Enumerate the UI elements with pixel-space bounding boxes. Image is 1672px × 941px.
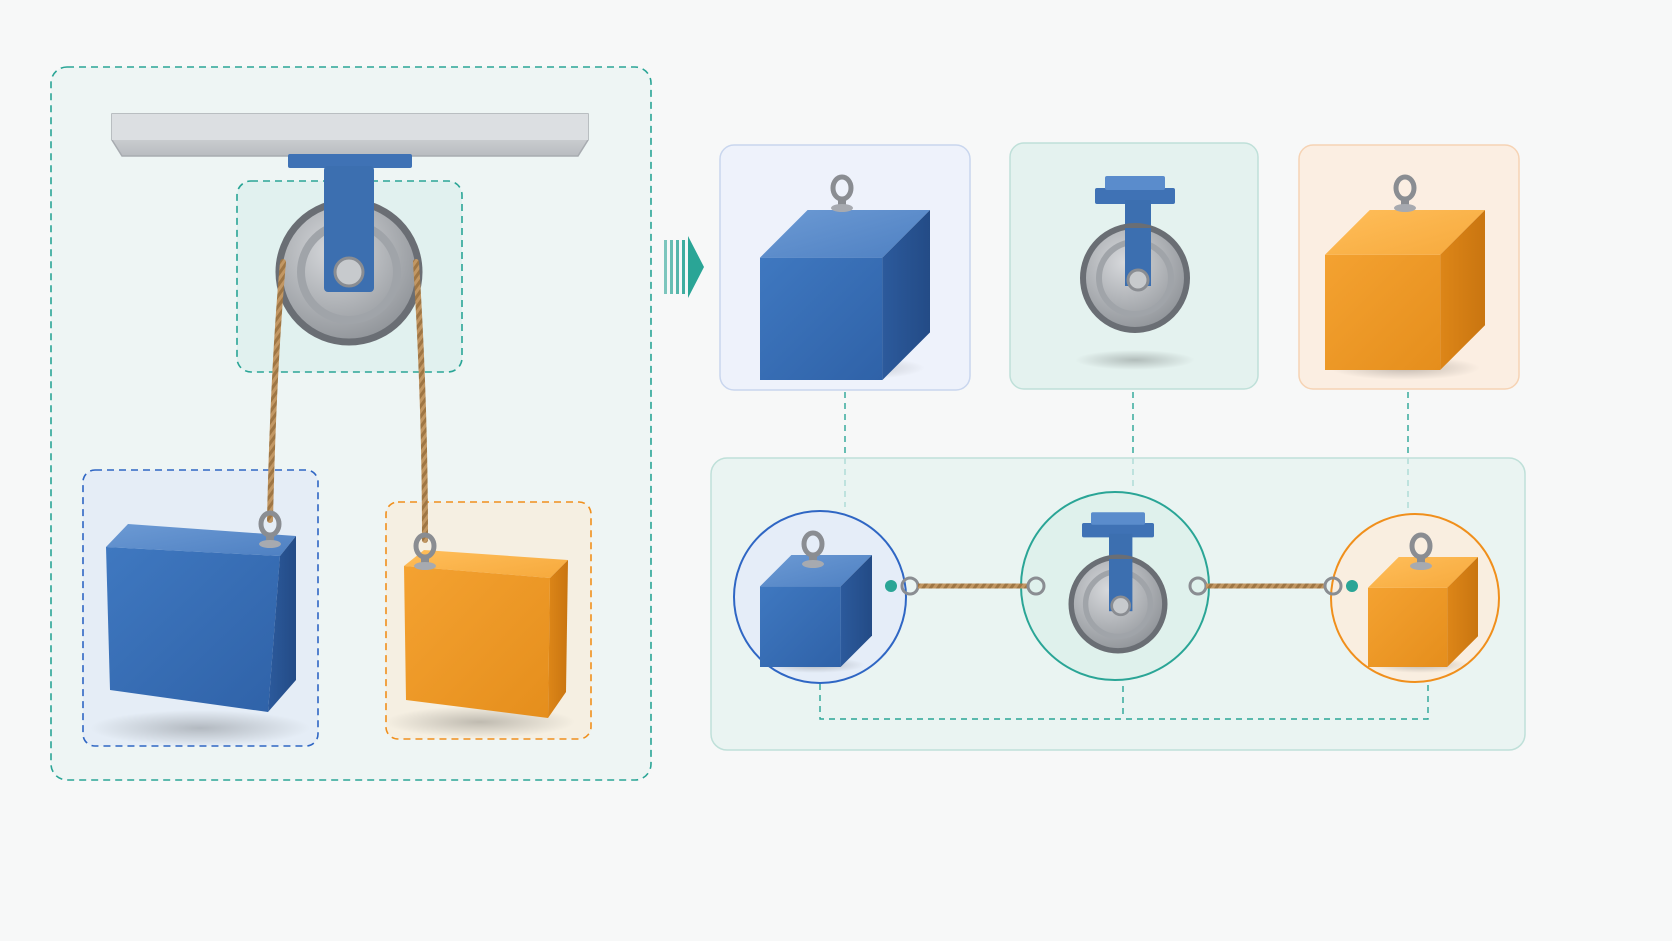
graph-bus-line [819, 680, 1429, 720]
pulley-icon [1071, 512, 1165, 651]
blue-cube-icon [90, 513, 310, 746]
orange-cube-icon [1325, 210, 1485, 370]
blue-cube-icon [760, 210, 930, 380]
rope-link-icon [885, 576, 1046, 596]
graph-node-blue-block [733, 510, 907, 684]
orange-cube-icon [1368, 557, 1478, 667]
component-card-blue-block [719, 144, 971, 391]
rope-link-icon [1188, 576, 1358, 596]
pulley-icon [1083, 176, 1187, 330]
rope-icon [267, 259, 428, 543]
graph-node-pulley [1020, 491, 1210, 681]
component-card-pulley [1009, 142, 1259, 390]
blue-cube-icon [760, 555, 872, 667]
right-arrow-icon [664, 236, 704, 298]
connection-graph-panel [710, 457, 1526, 751]
orange-cube-icon [385, 535, 575, 738]
graph-node-orange-block [1330, 513, 1500, 683]
component-card-orange-block [1298, 144, 1520, 390]
assembly-panel [50, 66, 652, 781]
ceiling-beam-icon [111, 113, 589, 168]
